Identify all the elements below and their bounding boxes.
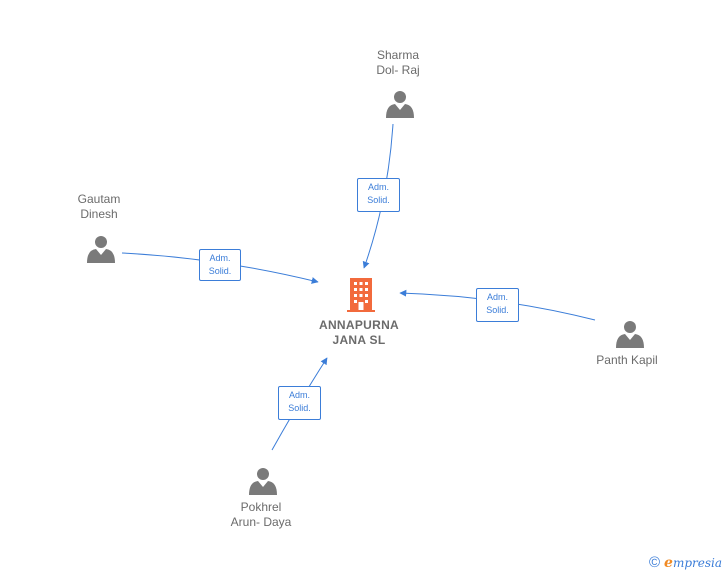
relation-role: Solid. [486, 305, 509, 315]
company-name[interactable]: ANNAPURNA JANA SL [319, 318, 399, 348]
company-name-line: JANA SL [332, 333, 386, 347]
person-icon[interactable] [616, 321, 644, 348]
building-icon[interactable] [347, 278, 375, 312]
copyright-icon: © [648, 554, 661, 571]
person-icon[interactable] [87, 236, 115, 263]
brand-name: mpresia [672, 555, 722, 570]
person-name-sharma[interactable]: Sharma Dol- Raj [376, 48, 419, 78]
relation-role: Solid. [208, 266, 232, 276]
person-name-gautam[interactable]: Gautam Dinesh [78, 192, 121, 222]
footer-brand: © empresia [649, 554, 722, 571]
relation-badge-gautam[interactable]: Adm. Solid. [199, 249, 241, 281]
relation-badge-sharma[interactable]: Adm. Solid. [357, 178, 400, 212]
person-name-line: Sharma [376, 48, 420, 62]
relation-role: Solid. [288, 403, 311, 413]
relation-role: Adm. [367, 182, 389, 192]
person-name-line: Arun- Daya [230, 515, 292, 529]
brand-initial: e [664, 554, 673, 571]
person-name-line: Panth Kapil [596, 353, 658, 367]
relation-role: Solid. [367, 195, 390, 205]
person-name-line: Gautam [77, 192, 121, 206]
person-name-line: Pokhrel [240, 500, 282, 514]
person-icon[interactable] [386, 91, 414, 118]
relation-badge-panth[interactable]: Adm. Solid. [476, 288, 519, 322]
person-name-line: Dinesh [80, 207, 118, 221]
person-name-line: Dol- Raj [376, 63, 420, 77]
brand-logo[interactable]: empresia [664, 555, 722, 571]
relation-badge-pokhrel[interactable]: Adm. Solid. [278, 386, 321, 420]
person-name-pokhrel[interactable]: Pokhrel Arun- Daya [231, 500, 292, 530]
relation-role: Adm. [209, 253, 231, 263]
person-icon[interactable] [249, 468, 277, 495]
relation-role: Adm. [486, 292, 508, 302]
relation-role: Adm. [288, 390, 310, 400]
person-name-panth[interactable]: Panth Kapil [596, 353, 657, 368]
company-name-line: ANNAPURNA [318, 318, 400, 332]
